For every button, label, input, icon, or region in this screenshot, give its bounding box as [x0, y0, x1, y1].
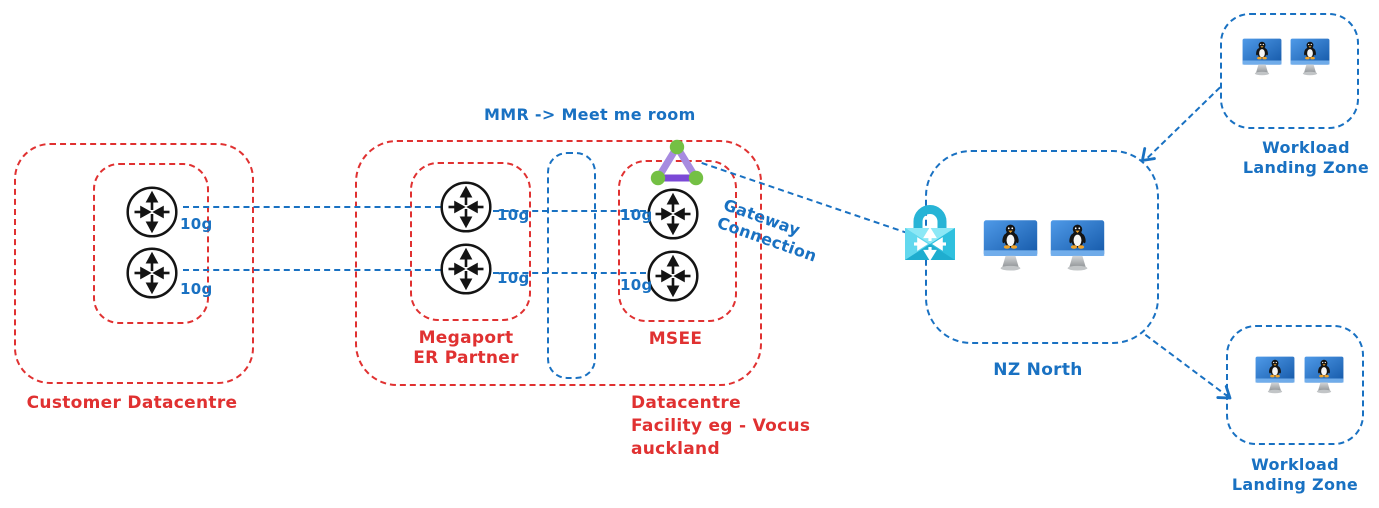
- wlz-top-line2: Landing Zone: [1242, 158, 1370, 177]
- bandwidth-label: 10g: [497, 206, 530, 224]
- linux-vm-icon: [983, 219, 1038, 272]
- linux-vm-icon: [1290, 38, 1330, 76]
- expressroute-circuit-icon: [650, 139, 704, 187]
- datacentre-facility-label: Datacentre Facility eg - Vocus auckland: [631, 392, 881, 461]
- wlz-bottom-line1: Workload: [1251, 455, 1339, 474]
- wlz-top-line1: Workload: [1262, 138, 1350, 157]
- workload-landing-zone-bottom-label: Workload Landing Zone: [1220, 455, 1370, 495]
- megaport-er-partner-label: Megaport ER Partner: [405, 328, 527, 368]
- facility-label-line1: Datacentre: [631, 393, 741, 413]
- router-icon: [439, 242, 493, 296]
- mmr-label: MMR -> Meet me room: [484, 105, 696, 124]
- customer-datacentre-label: Customer Datacentre: [26, 393, 238, 413]
- linux-vm-icon: [1050, 219, 1105, 272]
- megaport-label-line1: Megaport: [418, 328, 514, 348]
- msee-box: [618, 160, 737, 322]
- bandwidth-label: 10g: [620, 276, 653, 294]
- router-icon: [646, 187, 700, 241]
- linux-vm-icon: [1255, 356, 1295, 394]
- msee-label: MSEE: [648, 329, 703, 349]
- workload-landing-zone-top-box: [1220, 13, 1359, 129]
- workload-landing-zone-bottom-box: [1226, 325, 1364, 445]
- nz-north-label: NZ North: [993, 360, 1083, 380]
- link-megaport-msee-1: [493, 210, 646, 212]
- nz-north-box: [925, 150, 1159, 344]
- customer-datacentre-box: [14, 143, 254, 384]
- mmr-box: [547, 152, 596, 379]
- router-icon: [439, 180, 493, 234]
- workload-landing-zone-top-label: Workload Landing Zone: [1231, 138, 1379, 178]
- arrowhead-into-landing-zone-bottom: [1216, 385, 1232, 400]
- link-nznorth-landingzone-top: [1147, 86, 1221, 159]
- bandwidth-label: 10g: [180, 215, 213, 233]
- customer-routers-box: [93, 163, 209, 324]
- link-customer-megaport-1: [183, 206, 441, 208]
- link-megaport-msee-2: [493, 272, 646, 274]
- bandwidth-label: 10g: [497, 269, 530, 287]
- arrowhead-into-nz-north: [1141, 147, 1156, 162]
- link-customer-megaport-2: [183, 269, 441, 271]
- wlz-bottom-line2: Landing Zone: [1231, 475, 1359, 494]
- megaport-label-line2: ER Partner: [413, 348, 519, 369]
- vpn-gateway-lock-icon: [902, 200, 958, 263]
- datacentre-facility-box: [355, 140, 762, 386]
- megaport-box: [410, 162, 531, 321]
- link-nznorth-landingzone-bottom: [1144, 334, 1230, 398]
- linux-vm-icon: [1304, 356, 1344, 394]
- router-icon: [646, 249, 700, 303]
- linux-vm-icon: [1242, 38, 1282, 76]
- bandwidth-label: 10g: [620, 206, 653, 224]
- facility-label-line2: Facility eg - Vocus auckland: [631, 415, 811, 459]
- bandwidth-label: 10g: [180, 280, 213, 298]
- router-icon: [125, 246, 179, 300]
- router-icon: [125, 185, 179, 239]
